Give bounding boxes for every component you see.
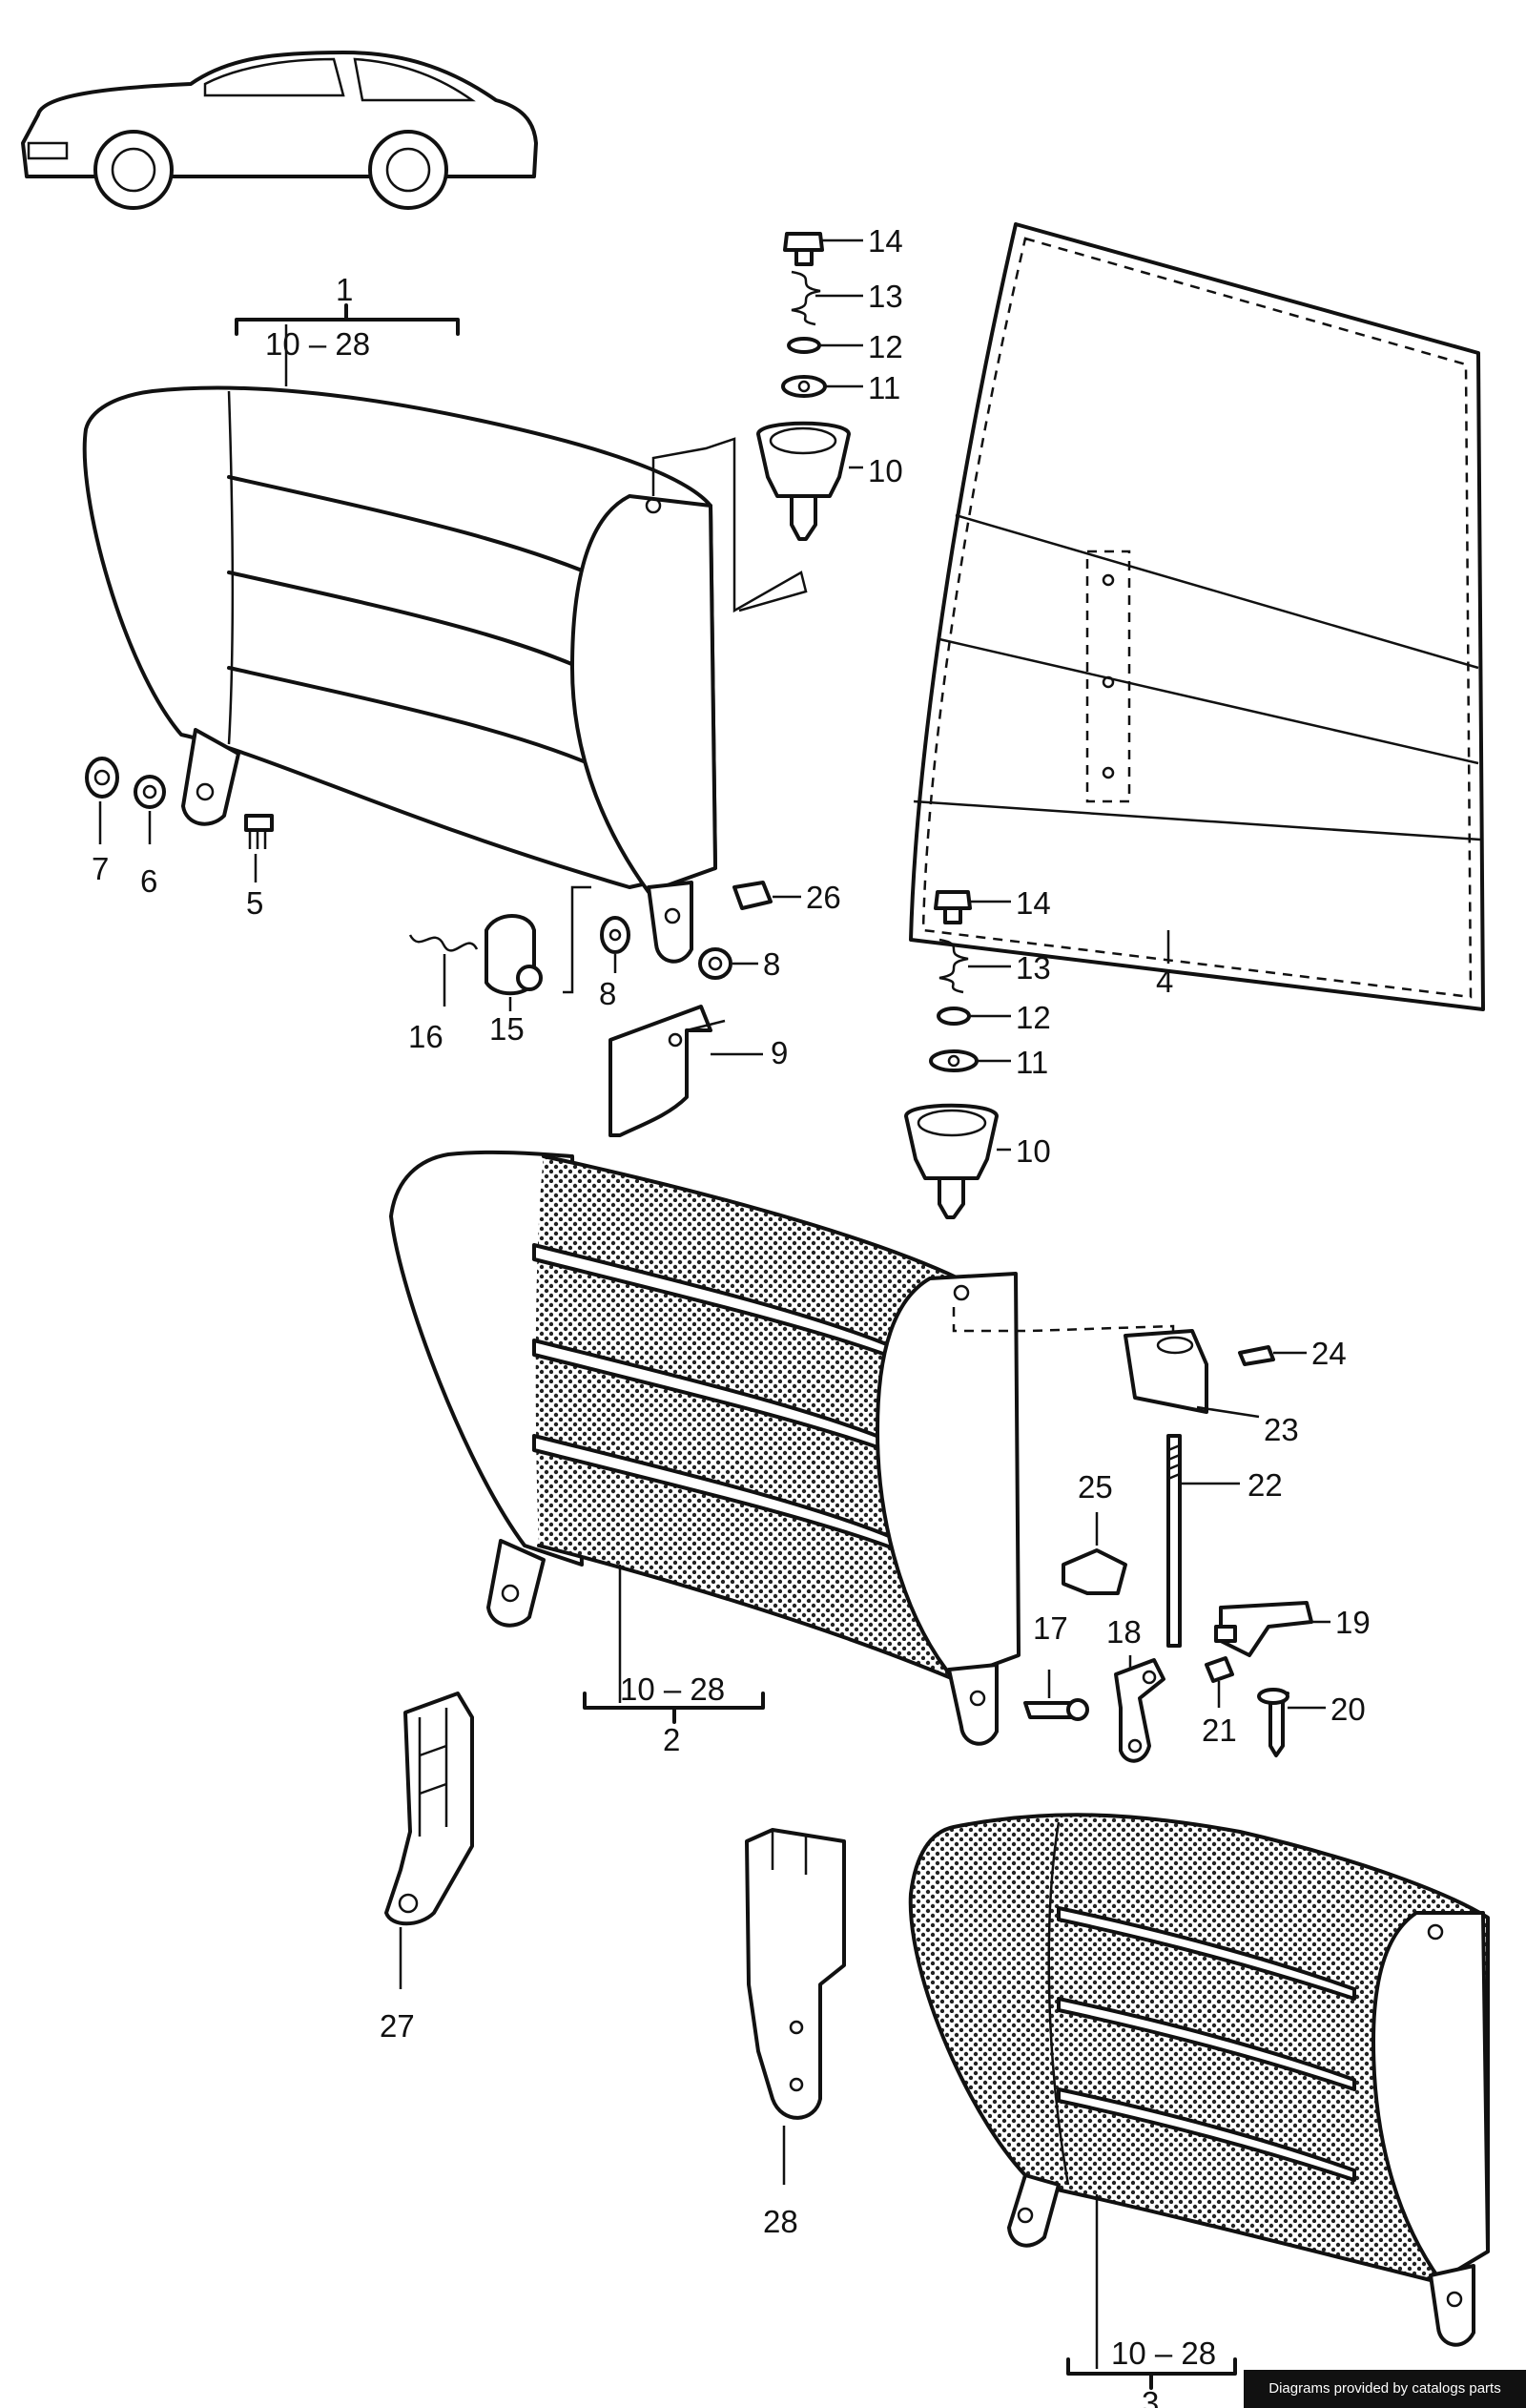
label-17: 17 [1033, 1610, 1068, 1646]
label-5: 5 [246, 885, 263, 921]
label-3: 3 [1142, 2385, 1159, 2408]
label-16: 16 [408, 1019, 443, 1054]
label-4: 4 [1156, 964, 1173, 999]
bolt-stack-upper [756, 232, 851, 541]
label-range-1: 10 – 28 [265, 326, 370, 362]
bolt-stack-lower [904, 890, 999, 1219]
label-8b: 8 [599, 976, 616, 1011]
label-8a: 8 [763, 946, 780, 982]
label-12b: 12 [1016, 1000, 1051, 1035]
label-15: 15 [489, 1011, 525, 1047]
car-thumbnail-icon [21, 51, 538, 210]
label-6: 6 [140, 863, 157, 899]
small-parts-left [85, 757, 274, 849]
label-13b: 13 [1016, 950, 1051, 986]
label-28: 28 [763, 2204, 798, 2239]
label-22: 22 [1248, 1467, 1283, 1503]
seat-back-2 [389, 1150, 1021, 1746]
label-13a: 13 [868, 279, 903, 314]
label-24: 24 [1311, 1336, 1347, 1371]
trim-panel-4 [909, 222, 1485, 1011]
label-23: 23 [1264, 1412, 1299, 1447]
bracket-28 [745, 1828, 846, 2120]
bracket-9 [608, 1005, 726, 1137]
label-9: 9 [771, 1035, 788, 1070]
label-10a: 10 [868, 453, 903, 488]
label-1: 1 [336, 272, 353, 307]
label-25: 25 [1078, 1469, 1113, 1505]
label-11a: 11 [868, 370, 900, 405]
label-7: 7 [92, 851, 109, 886]
hardware-right [1023, 1329, 1313, 1763]
label-2: 2 [663, 1722, 680, 1757]
label-26: 26 [806, 880, 841, 915]
seat-back-1 [82, 385, 717, 964]
label-21: 21 [1202, 1713, 1237, 1748]
callout-numbers: 1 10 – 28 2 10 – 28 3 10 – 28 4 5 6 7 8 … [92, 223, 1371, 2408]
leader-lines [98, 239, 1330, 2390]
label-19: 19 [1335, 1605, 1371, 1640]
seat-back-3 [908, 1813, 1490, 2347]
label-20: 20 [1330, 1692, 1366, 1727]
credit-banner: Diagrams provided by catalogs parts [1244, 2370, 1526, 2408]
label-14b: 14 [1016, 885, 1051, 921]
label-range-2: 10 – 28 [620, 1671, 725, 1707]
label-11b: 11 [1016, 1045, 1048, 1080]
small-parts-mid [408, 881, 773, 996]
bracket-27 [384, 1692, 474, 1926]
label-10b: 10 [1016, 1133, 1051, 1169]
label-27: 27 [380, 2008, 415, 2044]
label-range-3: 10 – 28 [1111, 2335, 1216, 2371]
label-18: 18 [1106, 1614, 1142, 1650]
label-14a: 14 [868, 223, 903, 259]
label-12a: 12 [868, 329, 903, 364]
